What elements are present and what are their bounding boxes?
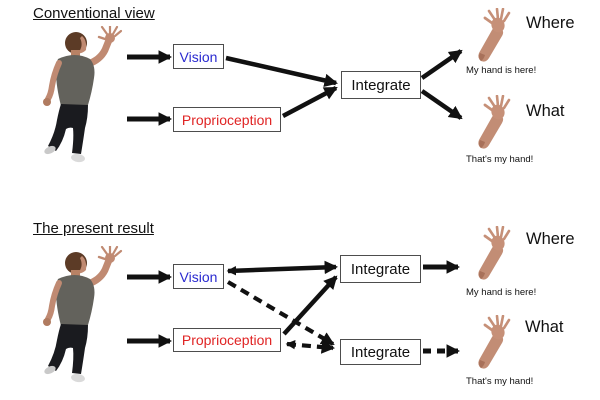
- arrow-bottom-proprioception-to-integrate-where: [282, 275, 338, 336]
- what-label-top: What: [526, 102, 565, 120]
- where-caption-bottom: My hand is here!: [466, 287, 537, 298]
- arrow-bottom-proprioception-integrate-what-dashed-bidirectional: [285, 339, 336, 354]
- vision-box-top: Vision: [173, 44, 224, 69]
- arm-hand-icon: [476, 8, 511, 63]
- integrate-box-top: Integrate: [341, 71, 421, 99]
- where-label-top: Where: [526, 14, 575, 32]
- proprioception-label-top: Proprioception: [181, 111, 273, 128]
- integrate-where-label-bottom: Integrate: [350, 260, 411, 278]
- what-label-bottom: What: [525, 318, 564, 336]
- arrow-bottom-vision-to-integrate-what-dashed: [226, 280, 335, 346]
- arrow-top-vision-to-integrate: [225, 55, 338, 88]
- arrow-top-integrate-to-where: [420, 49, 463, 80]
- person-figure-icon: [43, 246, 121, 383]
- arm-hand-icon: [476, 315, 511, 370]
- where-caption-top: My hand is here!: [466, 65, 537, 76]
- panel-title-conventional-view: Conventional view: [33, 5, 155, 22]
- vision-label-bottom: Vision: [179, 268, 218, 285]
- vision-label-top: Vision: [179, 48, 218, 65]
- integrate-what-label-bottom: Integrate: [350, 343, 411, 361]
- person-figure-icon: [43, 26, 121, 163]
- where-label-bottom: Where: [526, 230, 575, 248]
- proprioception-box-top: Proprioception: [173, 107, 281, 132]
- integrate-what-box-bottom: Integrate: [340, 339, 421, 365]
- arrow-top-proprioception-to-integrate: [281, 86, 338, 118]
- integrate-where-box-bottom: Integrate: [340, 255, 421, 283]
- proprioception-box-bottom: Proprioception: [173, 328, 281, 352]
- integrate-label-top: Integrate: [351, 76, 411, 94]
- arrow-bottom-vision-integrate-where-bidirectional: [226, 260, 339, 276]
- arm-hand-icon: [476, 226, 511, 281]
- arrow-top-integrate-to-what: [420, 89, 463, 120]
- what-caption-top: That's my hand!: [466, 154, 534, 165]
- vision-box-bottom: Vision: [173, 264, 224, 289]
- proprioception-label-bottom: Proprioception: [181, 332, 273, 348]
- panel-title-present-result: The present result: [33, 220, 154, 237]
- what-caption-bottom: That's my hand!: [466, 376, 534, 387]
- arm-hand-icon: [476, 95, 511, 150]
